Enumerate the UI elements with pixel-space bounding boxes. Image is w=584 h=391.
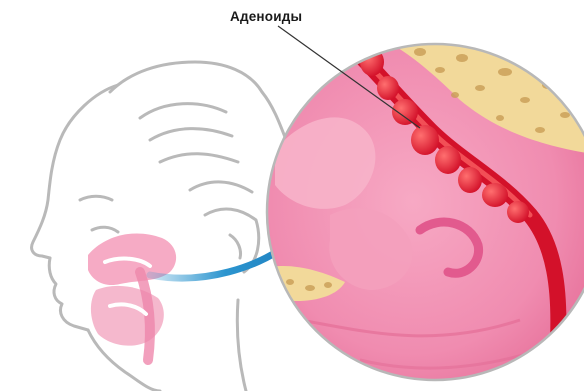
head-outline	[32, 62, 290, 391]
nasal-cavity	[88, 233, 176, 360]
adenoids-label: Аденоиды	[230, 9, 302, 24]
magnified-view	[260, 30, 584, 391]
